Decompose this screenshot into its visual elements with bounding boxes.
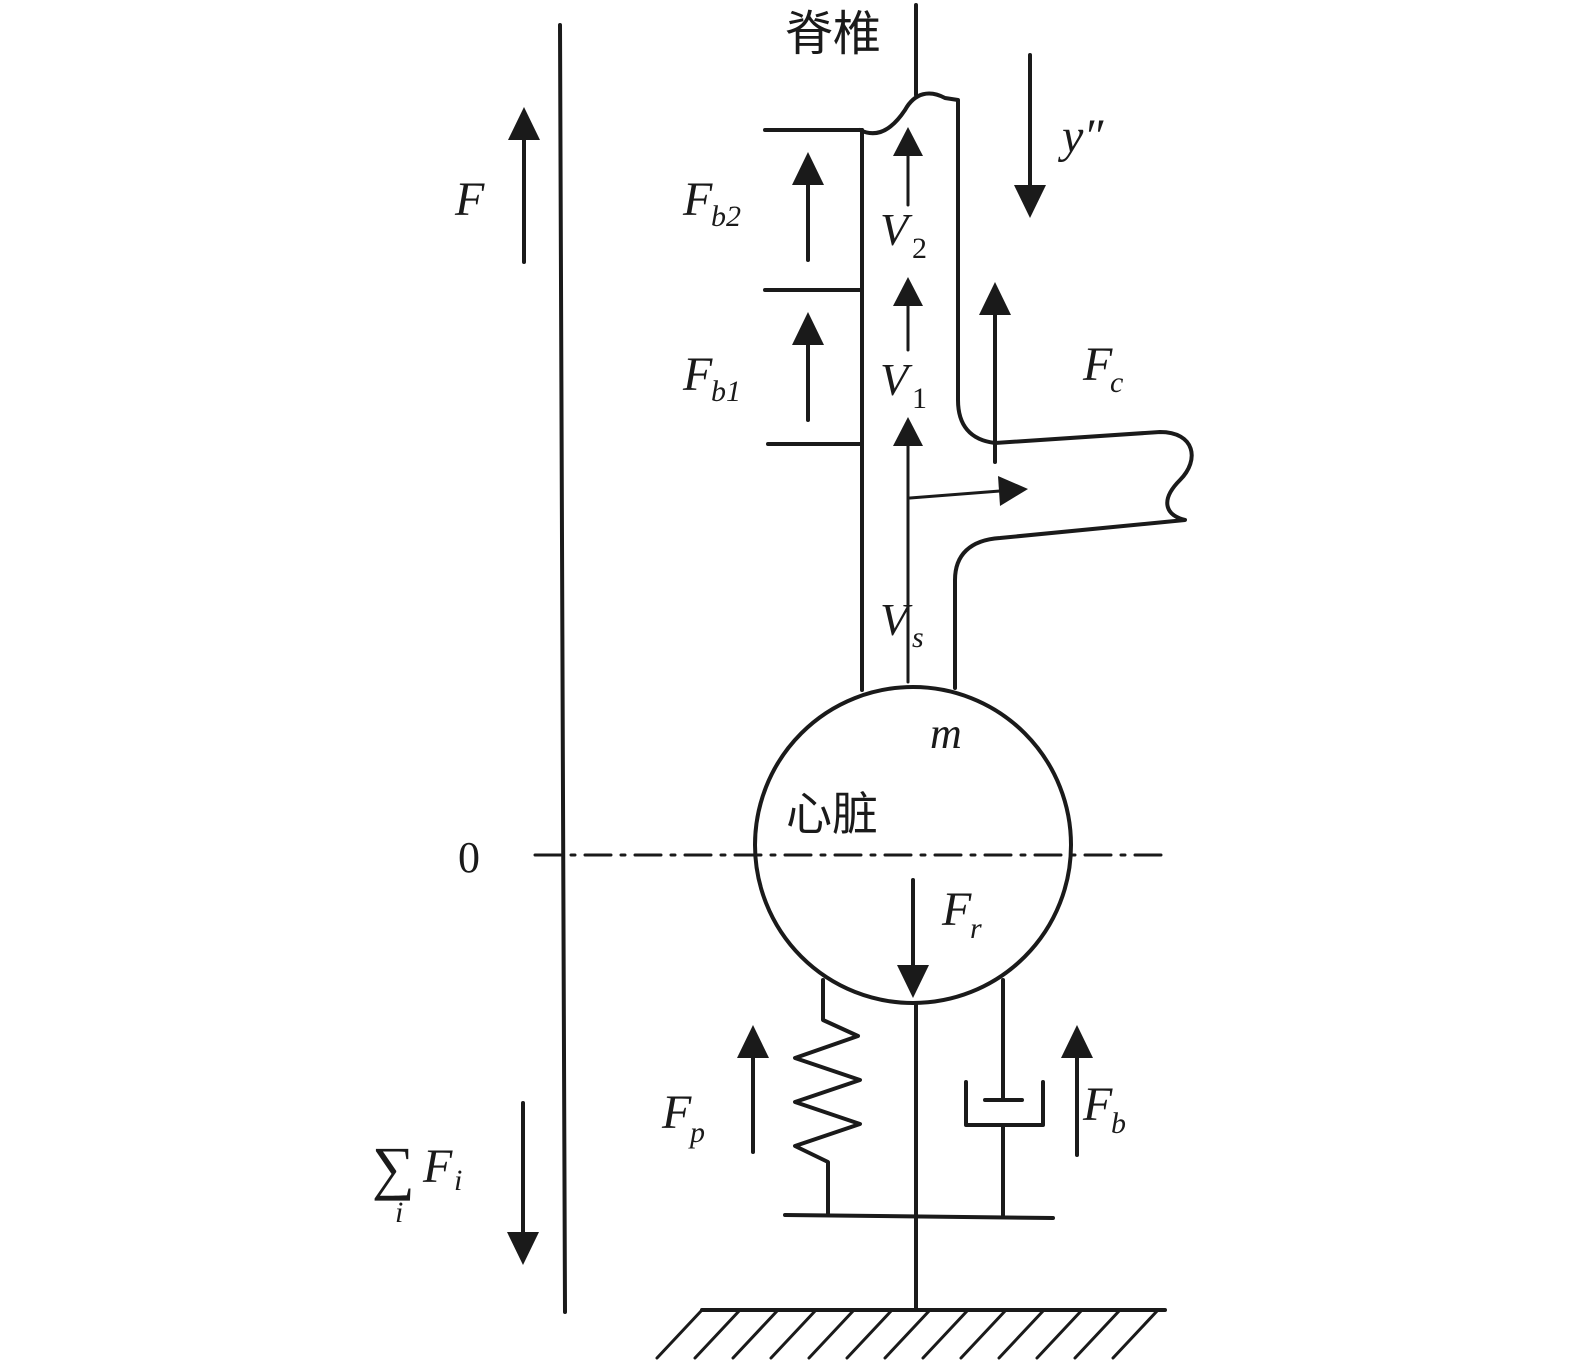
vs-label-main: V xyxy=(880,594,913,645)
fb2-label: F b2 xyxy=(682,173,741,233)
v1-label-main: V xyxy=(880,354,913,405)
v1-label: V 1 xyxy=(880,354,927,415)
vs-label-sub: s xyxy=(912,621,924,654)
mass-label: m xyxy=(930,709,962,758)
fb-label: F b xyxy=(1082,1078,1126,1140)
fp-label: F p xyxy=(661,1086,705,1149)
v1-arrowhead xyxy=(893,277,923,306)
fb2-label-sub: b2 xyxy=(711,200,741,233)
fb1-label: F b1 xyxy=(682,348,741,408)
ground-hatch xyxy=(997,1308,1046,1360)
fb-label-sub: b xyxy=(1111,1107,1126,1140)
branch-flow-line xyxy=(908,489,1002,500)
damper xyxy=(964,978,1045,1217)
sum-fi-label: ∑ F i i xyxy=(372,1135,462,1229)
vs-label: V s xyxy=(880,594,924,654)
vs-arrowhead xyxy=(893,417,923,446)
ground-hatch xyxy=(1035,1308,1084,1360)
fb1-label-sub: b1 xyxy=(711,375,741,408)
ground-hatch xyxy=(769,1308,818,1360)
spine-label: 脊椎 xyxy=(785,6,881,62)
fb-arrowhead xyxy=(1061,1025,1093,1058)
fc-label-sub: c xyxy=(1110,366,1123,399)
v2-label: V 2 xyxy=(880,204,927,265)
ground-hatch xyxy=(693,1308,742,1360)
ground-hatch xyxy=(921,1308,970,1360)
ground-hatch xyxy=(883,1308,932,1360)
sum-fi-main: F xyxy=(422,1140,453,1193)
fr-arrowhead xyxy=(897,965,929,998)
fc-label-main: F xyxy=(1082,338,1113,391)
v2-arrowhead xyxy=(893,127,923,156)
v1-label-sub: 1 xyxy=(912,382,927,415)
heart-circle xyxy=(753,685,1073,1005)
fr-label-sub: r xyxy=(970,912,982,945)
fp-arrowhead xyxy=(737,1025,769,1058)
fc-label: F c xyxy=(1082,338,1123,399)
base-plate xyxy=(783,1213,1055,1220)
fr-label-main: F xyxy=(941,883,972,936)
vertical-axis-line xyxy=(558,23,567,1314)
ground-hatch xyxy=(655,1308,704,1360)
branch-flow-arrowhead xyxy=(998,476,1028,506)
aorta-right-wall xyxy=(858,91,1194,690)
ground-hatch xyxy=(731,1308,780,1360)
fb1-label-main: F xyxy=(682,348,713,401)
accel-label: y″ xyxy=(1057,110,1104,163)
ground-hatch xyxy=(845,1308,894,1360)
fp-label-main: F xyxy=(661,1086,692,1139)
sum-fi-arrowhead xyxy=(507,1232,539,1265)
fb2-label-main: F xyxy=(682,173,713,226)
fr-label: F r xyxy=(941,883,982,945)
heart-label: 心脏 xyxy=(786,787,878,841)
sum-index: i xyxy=(395,1196,403,1229)
spring xyxy=(793,978,862,1217)
f-arrowhead xyxy=(508,107,540,140)
aorta-vessel xyxy=(858,91,1194,692)
ground-hatch xyxy=(1073,1308,1122,1360)
fp-label-sub: p xyxy=(688,1116,705,1149)
sum-fi-sub: i xyxy=(454,1164,462,1197)
v2-label-sub: 2 xyxy=(912,232,927,265)
ground-hatch xyxy=(959,1308,1008,1360)
fc-arrowhead xyxy=(979,282,1011,315)
sum-symbol: ∑ xyxy=(372,1135,415,1201)
v2-label-main: V xyxy=(880,204,913,255)
fb2-arrowhead xyxy=(792,152,824,185)
zero-label: 0 xyxy=(458,833,480,882)
ground-hatch xyxy=(1111,1308,1160,1360)
ground xyxy=(655,1308,1167,1360)
ground-hatch xyxy=(807,1308,856,1360)
accel-arrowhead xyxy=(1014,185,1046,218)
fb-label-main: F xyxy=(1082,1078,1113,1131)
fb1-arrowhead xyxy=(792,312,824,345)
f-label: F xyxy=(454,173,485,226)
